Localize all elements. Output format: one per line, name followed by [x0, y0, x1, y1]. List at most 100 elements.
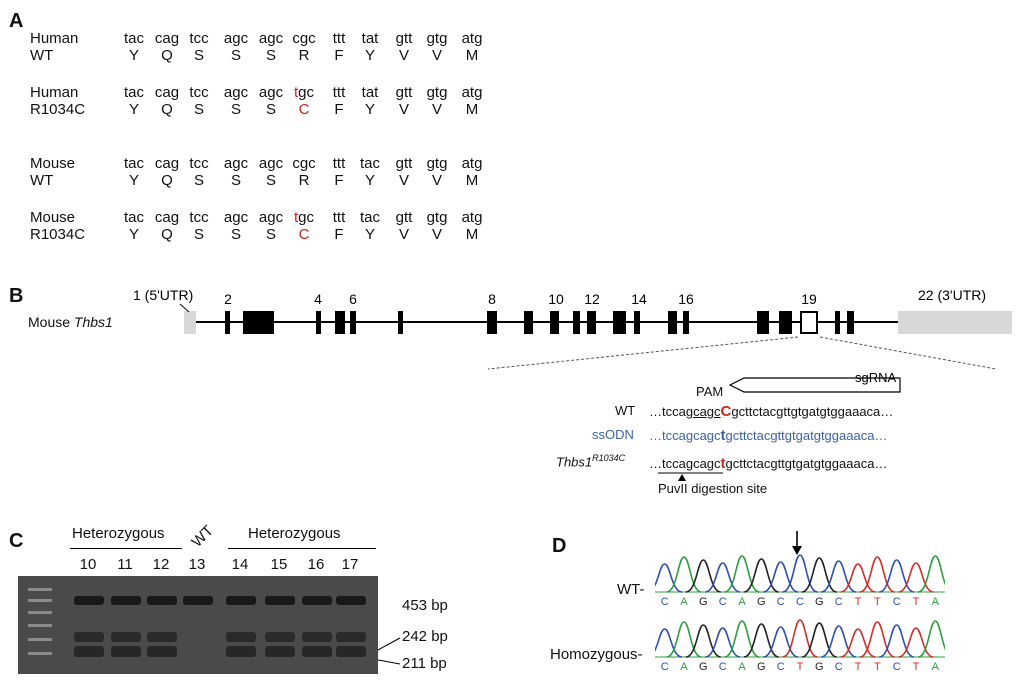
gene-map: 1 (5'UTR) 2 4 6 8 10 12 14 16 19 22 (3'U… [133, 287, 1012, 370]
codon: cag [154, 155, 180, 172]
trace-base-letter: A [932, 661, 940, 673]
amino-acid: C [298, 226, 310, 243]
panel-b-label: B [9, 285, 24, 307]
gel-band [336, 632, 366, 642]
trace-base-letter: C [661, 596, 669, 608]
mutation-arrow-head [792, 546, 802, 555]
ssodn-seq-mut: t [720, 427, 726, 444]
codon: tac [123, 84, 144, 101]
trace-base-letter: C [796, 596, 804, 608]
exon-label: 14 [631, 291, 647, 307]
trace-base-letter: T [913, 596, 920, 608]
lane-number: 13 [188, 556, 206, 573]
codon: cag [154, 209, 180, 226]
trace-peak [898, 562, 934, 593]
codon: gtt [395, 30, 413, 47]
gel-image [18, 576, 378, 674]
exon-box [668, 311, 677, 334]
codon: cag [154, 84, 180, 101]
exon-box [634, 311, 640, 334]
trace-base-letter: A [680, 596, 688, 608]
codon: cag [154, 30, 180, 47]
ladder-band [28, 611, 52, 614]
wt-seq-pre: …tccag [649, 404, 694, 419]
exon-box [316, 311, 321, 334]
amino-acid: S [265, 101, 276, 118]
trace-peak [917, 620, 945, 658]
trace-base-letter: C [719, 596, 727, 608]
trace-base-letter: C [835, 661, 843, 673]
exon-box [573, 311, 580, 334]
group-left-label: Heterozygous [72, 525, 165, 542]
group-wt-label: WT [188, 522, 217, 551]
amino-acid: M [465, 226, 479, 243]
mutant-label: Thbs1R1034C [556, 453, 625, 469]
mutant-label-gene: Thbs1 [556, 454, 593, 470]
exon-box [225, 311, 230, 334]
gel-band [183, 596, 213, 605]
trace-peak [840, 628, 876, 658]
amino-acid: R [298, 172, 310, 189]
amino-acid: V [431, 226, 442, 243]
band-label-211: 211 bp [402, 655, 447, 672]
digestion-arrowhead [678, 474, 686, 481]
exon-label: 16 [678, 291, 694, 307]
amino-acid: Q [161, 47, 173, 64]
trace-peak [655, 628, 683, 658]
amino-acid: V [398, 172, 409, 189]
gel-band [111, 646, 141, 657]
trace-base-letter: A [680, 661, 688, 673]
trace-peak [705, 627, 741, 658]
codon: tcc [189, 84, 209, 101]
codon: tcc [189, 30, 209, 47]
amino-acid: Q [161, 101, 173, 118]
trace-base-letter: C [661, 661, 669, 673]
codon: gtg [426, 155, 448, 172]
amino-acid: F [334, 226, 344, 243]
amino-acid: S [193, 101, 204, 118]
exon-box [835, 311, 840, 334]
codon: tat [361, 30, 379, 47]
codon: agc [258, 155, 284, 172]
row-label-line: R1034C [30, 226, 86, 243]
gel-bands [74, 596, 366, 657]
lane-number: 15 [270, 556, 288, 573]
amino-acid: Y [128, 226, 139, 243]
amino-acid: S [265, 226, 276, 243]
amino-acid: C [298, 101, 310, 118]
gel-band [147, 632, 177, 642]
amino-acid: S [265, 47, 276, 64]
codon: tac [123, 155, 144, 172]
panel-c-label: C [9, 530, 24, 552]
lane-number: 17 [341, 556, 359, 573]
amino-acid: M [465, 172, 479, 189]
gel-band [302, 632, 332, 642]
trace-base-letter: A [738, 661, 746, 673]
gel-background [18, 576, 378, 674]
codon: atg [461, 209, 483, 226]
amino-acid: Y [128, 101, 139, 118]
exon-label: 10 [548, 291, 564, 307]
amino-acid: V [398, 101, 409, 118]
exon-label: 6 [349, 291, 357, 307]
codon: gtg [426, 30, 448, 47]
amino-acid: F [334, 47, 344, 64]
lane-number: 12 [152, 556, 170, 573]
amino-acid: S [230, 47, 241, 64]
trace-peak [763, 626, 799, 658]
gel-band [265, 646, 295, 657]
exon-box [779, 311, 792, 334]
amino-acid: F [334, 172, 344, 189]
exon-label: 19 [801, 291, 817, 307]
wt-seq-post: gcttctacgttgtgatgtggaaaca… [731, 404, 894, 419]
gel-band [147, 646, 177, 657]
mutation-arrow [792, 531, 802, 555]
panel-d-label: D [552, 535, 567, 557]
homo-trace-label: Homozygous- [550, 646, 643, 663]
amino-acid: V [398, 47, 409, 64]
exon-box [847, 311, 854, 334]
amino-acid: S [230, 101, 241, 118]
row-label-line: Human [30, 30, 79, 47]
